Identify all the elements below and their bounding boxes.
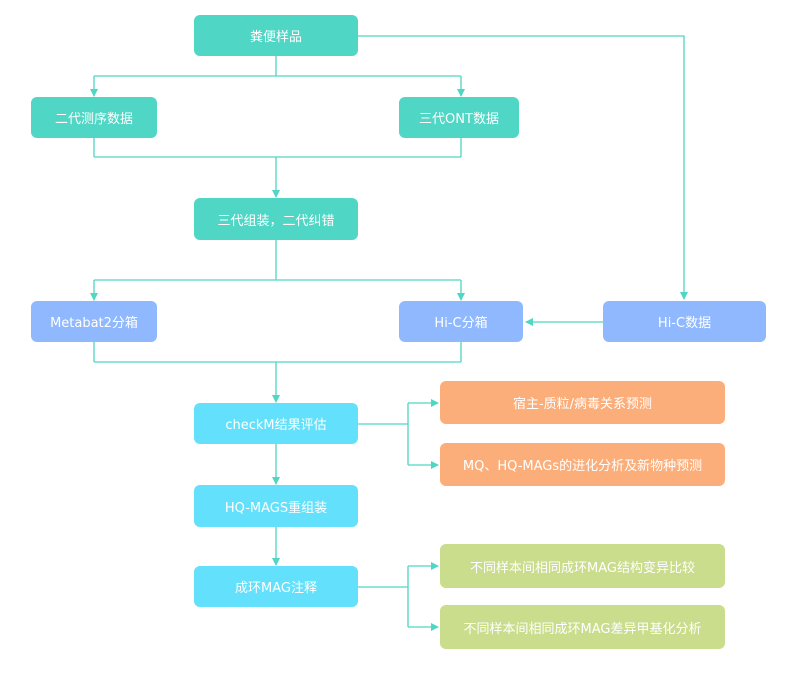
node-hq-mags-reassembly: HQ-MAGS重组装 bbox=[194, 485, 358, 527]
node-hic-data: Hi-C数据 bbox=[603, 301, 766, 342]
node-ont-data: 三代ONT数据 bbox=[399, 97, 519, 138]
node-ngs-data: 二代测序数据 bbox=[31, 97, 157, 138]
node-host-plasmid-virus-prediction: 宿主-质粒/病毒关系预测 bbox=[440, 381, 725, 424]
arrow-to-hic-data bbox=[358, 35, 688, 300]
node-checkm-eval: checkM结果评估 bbox=[194, 403, 358, 444]
node-structural-variation-comparison: 不同样本间相同成环MAG结构变异比较 bbox=[440, 544, 725, 588]
node-sample: 粪便样品 bbox=[194, 15, 358, 56]
node-evolution-new-species-prediction: MQ、HQ-MAGs的进化分析及新物种预测 bbox=[440, 443, 725, 486]
node-metabat2-binning: Metabat2分箱 bbox=[31, 301, 157, 342]
node-circular-mag-annotation: 成环MAG注释 bbox=[194, 566, 358, 607]
node-methylation-analysis: 不同样本间相同成环MAG差异甲基化分析 bbox=[440, 605, 725, 649]
node-assembly: 三代组装，二代纠错 bbox=[194, 198, 358, 240]
node-hic-binning: Hi-C分箱 bbox=[399, 301, 523, 342]
